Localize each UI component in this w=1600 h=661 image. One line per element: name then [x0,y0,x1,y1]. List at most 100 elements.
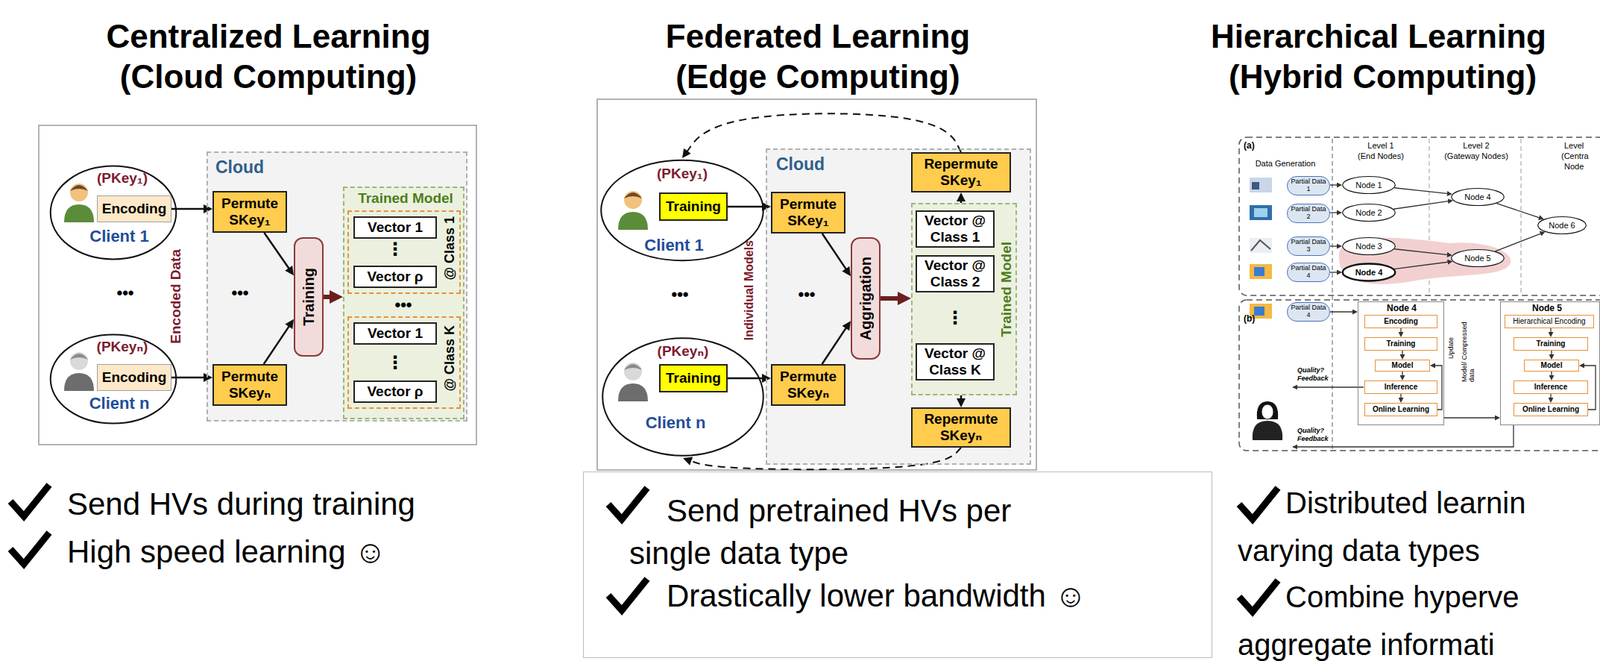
data-icon [1249,237,1272,253]
node-text: Aggrigation [857,256,874,340]
node-text: Node 4 [1464,192,1491,203]
label-text: Feedback [1297,435,1329,443]
connector [1330,184,1339,185]
connector [880,295,902,301]
connector [323,294,334,299]
label-text: Quality? [1297,366,1325,375]
label-text: Combine hyperve [1285,580,1520,614]
label-text: Centralized Learning [105,17,431,56]
feedback-arrow [1292,386,1364,387]
node-text: Client n [645,413,707,432]
connector [685,113,962,153]
node-text: Training [665,369,721,387]
step-box: Model [1374,359,1431,372]
client-ellipse: (PKey₁)Client 1Encoding [49,164,178,261]
node-oval: Node 4 [1342,263,1396,282]
step-box: Online Learning [1513,402,1589,417]
region-fill [206,151,468,422]
check-mark [608,578,648,610]
label-text: Distributed learnin [1285,486,1526,520]
node-text: Node 5 [1464,253,1491,264]
node-text: Node 3 [1355,241,1382,252]
node-text: (PKeyₙ) [96,338,149,355]
label-text: Hierarchical Learning [1210,17,1547,56]
node-text: Repermute SKeyₙ [914,410,1009,444]
node-text: @ Class K [442,325,458,392]
node-text: Online Learning [1522,405,1580,414]
data-pill: Partial Data 4 [1286,301,1331,322]
data-pill: Partial Data 2 [1286,203,1331,223]
person-icon [64,183,94,223]
node-text: Repermute SKey₁ [914,155,1009,189]
node-oval: Node 1 [1342,175,1396,194]
node-text: Vector @ Class 2 [918,257,992,291]
ellipse-shape [50,166,177,260]
connector [1393,200,1450,209]
step-box: Inference [1513,380,1589,394]
node-text: (PKey₁) [656,165,708,182]
node-panel: Node 5Hierarchical EncodingTrainingModel… [1500,301,1600,425]
connector [1394,261,1450,270]
node-text: Encoding [1383,317,1419,326]
label-text: Encoded Data [168,249,185,344]
node-text: Client 1 [89,226,149,246]
highlight-region [1339,237,1511,284]
node-text: Training [300,267,317,326]
connector [1550,350,1552,356]
connector [1444,416,1497,418]
node-text: Node 1 [1355,180,1382,191]
node-text: Vector 1 [367,219,423,236]
node-text: Client 1 [644,235,704,255]
label-text: Send HVs during training [67,486,416,522]
node-text: Trained Model [357,190,454,207]
permute-box: Permute SKey₁ [770,191,846,234]
node-text: Permute SKeyₙ [215,368,285,402]
connector [1330,245,1339,247]
data-icon [1249,205,1272,220]
node-text: Node 6 [1548,220,1575,231]
ellipse-shape [602,337,764,455]
node-text: Permute SKeyₙ [773,368,843,402]
user-icon [1252,401,1283,440]
label-text: (b) [1243,313,1255,324]
node-text: Training [665,198,721,215]
label-text: (Gateway Nodes) [1444,151,1509,161]
bullet-box: Send pretrained HVs per single data type… [583,471,1213,658]
label-text: varying data types [1237,533,1480,568]
person-icon [64,351,94,391]
node-text: Encoding [102,369,168,386]
step-box: Online Learning [1364,402,1438,417]
encoding-box: Encoding [96,363,172,391]
process-bar: Training [293,237,324,357]
label-text: ••• [231,283,249,303]
label-text: High speed learning ☺ [67,533,387,570]
data-icon [1249,177,1272,193]
node-text: Cloud [215,157,264,177]
label-text: Level 2 [1462,140,1489,150]
client-ellipse: (PKey₁) Client 1 Training [599,158,765,263]
node-text: Encoding [102,200,168,217]
vector-box: Vector ρ [353,380,437,403]
node-text: Partial Data 2 [1288,205,1329,221]
label-text: Level 1 [1367,140,1394,150]
connector [263,232,291,270]
node-text: Node 4 [1355,267,1384,278]
connector [1550,371,1552,377]
connector [1401,350,1403,356]
node-text: Node 2 [1355,208,1382,218]
label-text: Data Generation [1255,158,1316,168]
cloud-region: CloudPermute SKey₁Permute SKeyₙAggrigati… [765,148,1032,465]
permute-box: Permute SKeyₙ [770,363,846,406]
permute-box: Permute SKey₁ [212,190,288,233]
permute-box: Repermute SKey₁ [911,152,1011,193]
permute-box: Permute SKeyₙ [212,363,288,406]
label-text: ••• [116,283,134,303]
label-text: ••• [671,284,689,305]
connector [822,325,848,364]
permute-box: Repermute SKeyₙ [911,407,1011,448]
ellipse-shape [1342,237,1396,255]
class-group: @ Class 1Vector 1Vector ρ [347,210,461,294]
node-text: Node 4 [1386,303,1417,314]
label-text: Quality? [1297,427,1325,435]
node-text: @ Class 1 [442,216,458,281]
